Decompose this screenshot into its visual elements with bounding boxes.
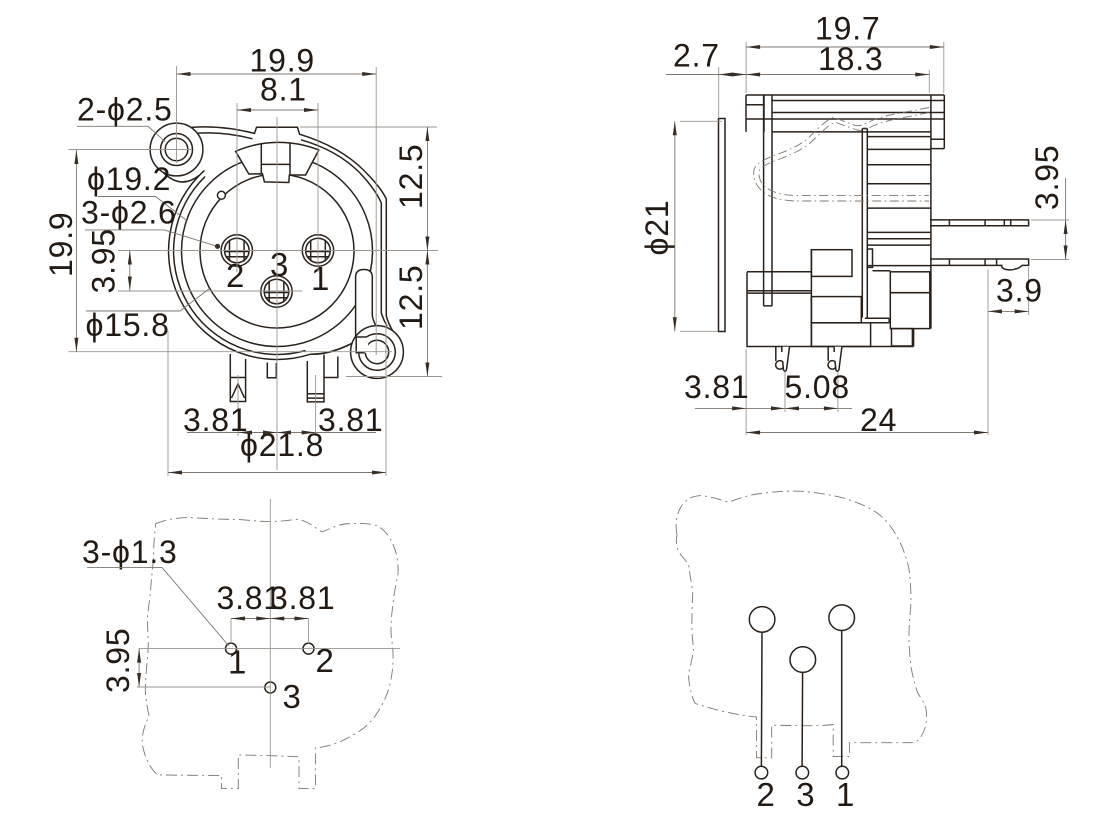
- svg-text:2.7: 2.7: [673, 38, 720, 74]
- svg-text:18.3: 18.3: [818, 41, 883, 77]
- svg-text:3.95: 3.95: [86, 228, 122, 293]
- svg-text:1: 1: [228, 644, 246, 681]
- svg-text:3.81: 3.81: [318, 402, 383, 438]
- svg-text:19.7: 19.7: [815, 11, 880, 47]
- svg-text:3-ϕ1.3: 3-ϕ1.3: [82, 534, 178, 570]
- svg-text:ϕ19.2: ϕ19.2: [87, 161, 171, 197]
- svg-text:12.5: 12.5: [393, 265, 429, 330]
- svg-text:24: 24: [860, 402, 897, 438]
- svg-text:3.95: 3.95: [100, 628, 136, 693]
- svg-text:3-ϕ2.6: 3-ϕ2.6: [81, 195, 177, 231]
- svg-text:3.81: 3.81: [270, 580, 335, 616]
- svg-text:3.81: 3.81: [684, 369, 749, 405]
- svg-text:5.08: 5.08: [785, 369, 850, 405]
- svg-text:2: 2: [757, 776, 775, 813]
- svg-text:8.1: 8.1: [260, 72, 307, 108]
- svg-text:ϕ21: ϕ21: [639, 200, 675, 256]
- svg-text:3: 3: [283, 678, 301, 715]
- svg-text:12.5: 12.5: [393, 144, 429, 209]
- svg-text:1: 1: [836, 776, 854, 813]
- svg-text:1: 1: [311, 260, 329, 297]
- svg-text:3.9: 3.9: [996, 273, 1043, 309]
- svg-text:2: 2: [226, 257, 244, 294]
- svg-text:19.9: 19.9: [250, 43, 315, 79]
- svg-text:2-ϕ2.5: 2-ϕ2.5: [77, 92, 173, 128]
- svg-text:3.95: 3.95: [1029, 145, 1065, 210]
- svg-text:3: 3: [796, 776, 814, 813]
- svg-text:3.81: 3.81: [217, 580, 282, 616]
- svg-text:3: 3: [270, 246, 288, 283]
- svg-text:3.81: 3.81: [183, 402, 248, 438]
- svg-text:19.9: 19.9: [43, 212, 79, 277]
- svg-text:2: 2: [316, 642, 334, 679]
- svg-text:ϕ15.8: ϕ15.8: [86, 307, 170, 343]
